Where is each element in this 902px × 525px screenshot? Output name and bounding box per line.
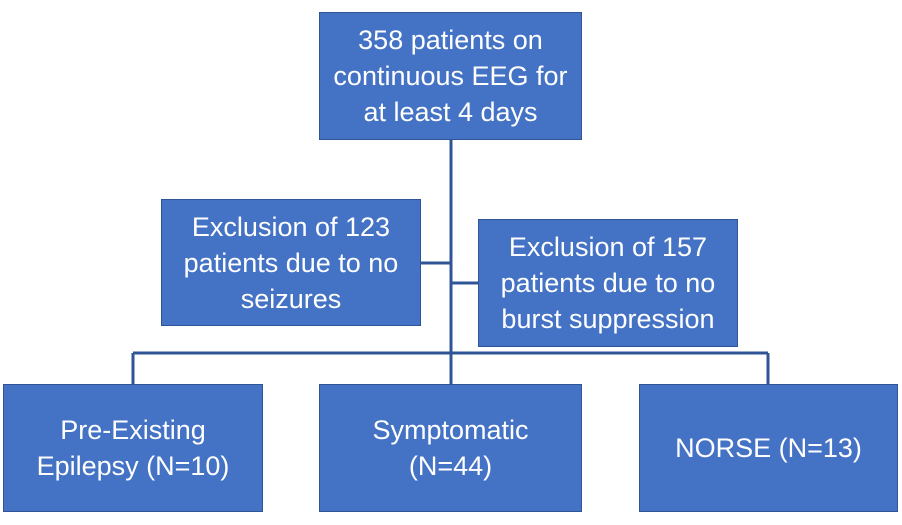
box-norse: NORSE (N=13) (639, 384, 898, 512)
box-symptomatic-line-1: Symptomatic (372, 415, 529, 445)
box-exclusion-no-burst-line-3: burst suppression (501, 304, 715, 334)
box-symptomatic-line-2: (N=44) (408, 451, 493, 481)
box-pre-existing-line-2: Epilepsy (N=10) (36, 451, 230, 481)
box-exclusion-no-burst-line-1: Exclusion of 157 (508, 232, 708, 262)
box-total-patients: 358 patients on continuous EEG for at le… (319, 12, 582, 140)
box-pre-existing-line-1: Pre-Existing (60, 415, 206, 445)
box-total-patients-line-2: continuous EEG for (333, 61, 568, 91)
box-exclusion-no-burst-line-2: patients due to no (500, 268, 716, 298)
box-exclusion-no-seizures-line-3: seizures (240, 283, 342, 314)
box-total-patients-line-1: 358 patients on (358, 25, 543, 55)
box-symptomatic: Symptomatic (N=44) (319, 384, 582, 512)
box-exclusion-no-seizures-line-1: Exclusion of 123 (191, 211, 391, 242)
box-norse-line-1: NORSE (N=13) (675, 433, 862, 463)
box-exclusion-no-seizures: Exclusion of 123 patients due to no seiz… (161, 199, 421, 326)
box-total-patients-line-3: at least 4 days (363, 97, 538, 127)
box-pre-existing-epilepsy: Pre-Existing Epilepsy (N=10) (3, 384, 263, 512)
box-exclusion-no-burst-suppression: Exclusion of 157 patients due to no burs… (478, 219, 738, 347)
box-exclusion-no-seizures-line-2: patients due to no (183, 247, 399, 278)
